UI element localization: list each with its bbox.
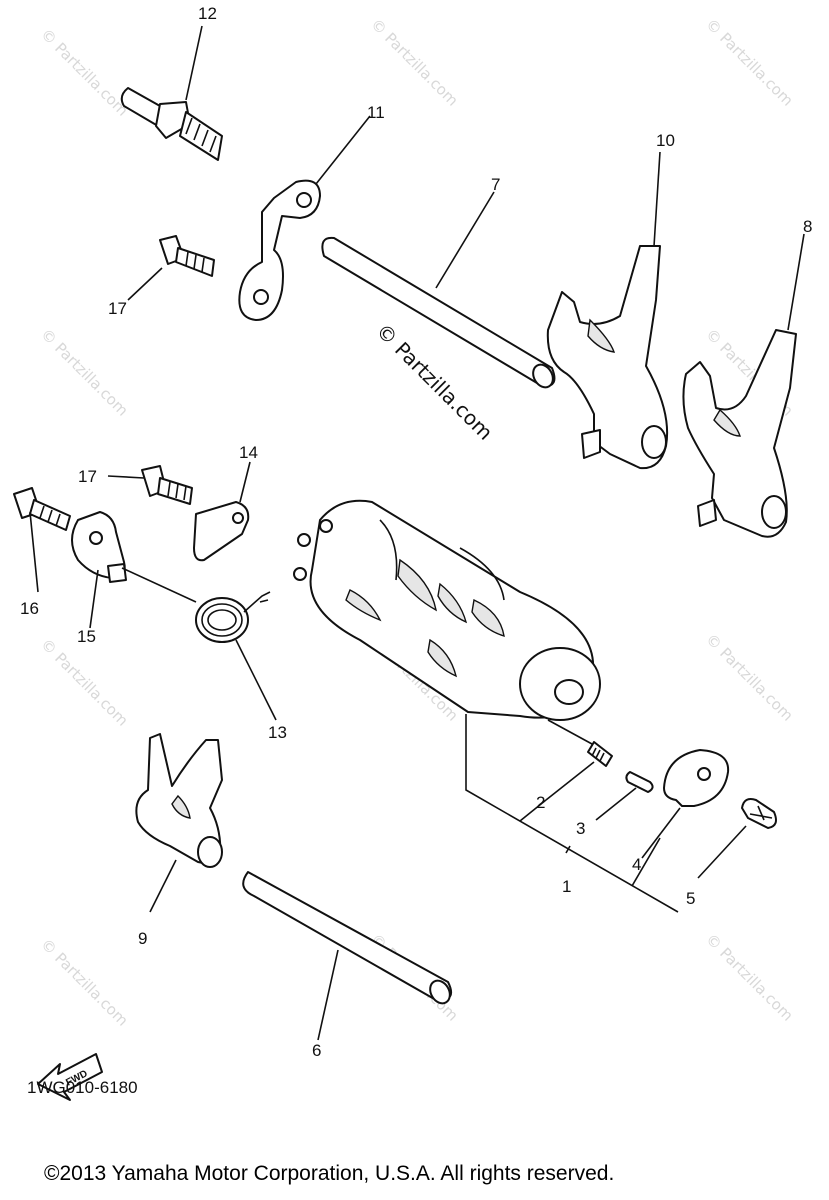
part-3-pin	[625, 771, 654, 793]
leader-lines	[29, 25, 805, 1041]
callout-4: 4	[632, 855, 641, 874]
callout-labels: 12 11 10 7 8 17 14 17 16 15 13 2 3 4 1 5…	[20, 4, 812, 1060]
part-4-washer	[663, 749, 730, 807]
callout-2: 2	[536, 793, 545, 812]
watermark-tile: © Partzilla.com	[367, 15, 462, 110]
part-7-guide-bar	[321, 236, 556, 389]
callout-11: 11	[367, 103, 385, 122]
callout-15: 15	[77, 627, 96, 646]
watermark-tile: © Partzilla.com	[37, 635, 132, 730]
part-8-shift-fork	[682, 329, 797, 538]
part-5-screw	[741, 798, 777, 829]
copyright-notice: ©2013 Yamaha Motor Corporation, U.S.A. A…	[44, 1162, 615, 1185]
part-2-spring	[547, 719, 613, 767]
part-17-bolt-middle	[141, 465, 193, 505]
callout-13: 13	[268, 723, 287, 742]
part-13-torsion-spring	[121, 567, 271, 643]
callout-10: 10	[656, 131, 675, 150]
callout-16: 16	[20, 599, 39, 618]
watermark-tiles: © Partzilla.com © Partzilla.com © Partzi…	[37, 15, 797, 1030]
callout-12: 12	[198, 4, 217, 23]
callout-6: 6	[312, 1041, 321, 1060]
watermark-tile: © Partzilla.com	[702, 630, 797, 725]
watermark-tile: © Partzilla.com	[702, 15, 797, 110]
part-12-stud-bolt	[120, 87, 223, 161]
watermark-tile: © Partzilla.com	[37, 25, 132, 120]
part-15-plate	[71, 511, 127, 583]
callout-7: 7	[491, 175, 500, 194]
diagram-code: 1WG010-6180	[27, 1078, 138, 1097]
part-1-bracket	[465, 714, 679, 913]
part-10-shift-fork	[546, 245, 669, 470]
watermark-tile: © Partzilla.com	[37, 935, 132, 1030]
part-17-bolt-upper	[159, 235, 215, 277]
callout-17-upper: 17	[108, 299, 127, 318]
part-14-plate	[193, 501, 250, 562]
callout-8: 8	[803, 217, 812, 236]
part-9-shift-fork	[135, 733, 223, 868]
watermark-tile: © Partzilla.com	[37, 325, 132, 420]
part-11-stopper-lever	[238, 179, 321, 321]
callout-5: 5	[686, 889, 695, 908]
callout-14: 14	[239, 443, 258, 462]
callout-1: 1	[562, 877, 571, 896]
part-6-guide-bar	[242, 871, 452, 1005]
part-16-bolt	[13, 487, 71, 531]
callout-9: 9	[138, 929, 147, 948]
callout-3: 3	[576, 819, 585, 838]
part-1-shift-drum	[293, 499, 601, 721]
watermark-tile: © Partzilla.com	[702, 930, 797, 1025]
callout-17-middle: 17	[78, 467, 97, 486]
